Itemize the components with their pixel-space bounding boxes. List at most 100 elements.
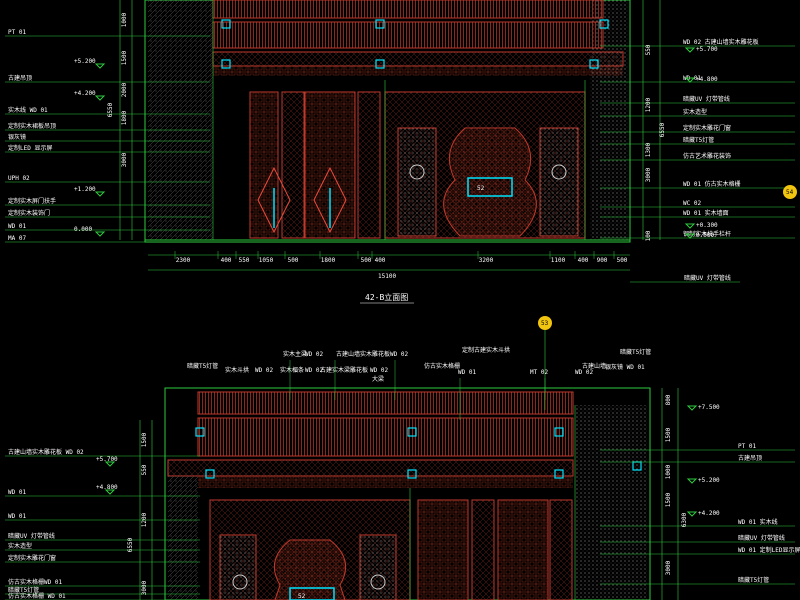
elev1-col-cap xyxy=(221,19,231,29)
elev2-section-badge-text: 53 xyxy=(541,320,549,327)
annotation-tag: WD 02 xyxy=(390,351,408,358)
level-label: +4.800 xyxy=(96,484,118,491)
elev2-right-wall xyxy=(575,405,647,600)
dimension-label: 1200 xyxy=(141,512,148,527)
elev1-display-left xyxy=(397,127,437,237)
level-label: +4.200 xyxy=(74,90,96,97)
elev1-col-cap xyxy=(599,19,609,29)
elev2-round-ornament xyxy=(370,574,386,590)
annotation-tag: WD 02 xyxy=(255,367,273,374)
annotation-tag: MA 07 xyxy=(8,235,26,242)
dimension-label: 1800 xyxy=(321,257,336,264)
elev2-bracket-row xyxy=(198,476,573,488)
elev1-door-panel xyxy=(281,91,305,239)
elev1-beam xyxy=(212,51,624,67)
dimension-label: 1000 xyxy=(121,12,128,27)
level-label: +4.200 xyxy=(698,510,720,517)
annotation-tag: WD 01 实木线 xyxy=(738,518,778,526)
elev2-col-cap xyxy=(554,469,564,479)
elev1-total-dim: 15100 xyxy=(378,273,396,280)
level-label: +5.200 xyxy=(698,477,720,484)
annotation-tag: WD 01 xyxy=(458,369,476,376)
elev2-col-cap xyxy=(407,427,417,437)
elev1-door-diamond xyxy=(313,166,347,234)
elev1-col-cap xyxy=(221,59,231,69)
elev2-col-cap xyxy=(195,427,205,437)
elev1-sign-box xyxy=(467,177,513,197)
elev1-section-badge xyxy=(783,185,797,199)
level-marker-icon xyxy=(684,223,696,229)
level-label: +1.200 xyxy=(74,186,96,193)
elev2-display-left xyxy=(219,534,257,600)
level-marker-icon xyxy=(94,95,106,101)
annotation-tag: 实木线 WD 01 xyxy=(8,106,48,114)
dimension-label: 6550 xyxy=(107,102,114,117)
annotation-tag: 暗藏T5灯管 xyxy=(738,576,769,584)
dimension-label: 500 xyxy=(361,257,372,264)
annotation-tag: 银灰镜 xyxy=(8,133,26,141)
elev2-col-cap xyxy=(407,469,417,479)
level-marker-icon xyxy=(686,478,698,484)
dimension-label: 1000 xyxy=(665,464,672,479)
level-label: 0.000 xyxy=(696,232,714,239)
elev2-roof-band-2 xyxy=(197,417,574,457)
elev2-left-wall xyxy=(168,476,198,600)
elev1-title: 42-B立面图 xyxy=(365,292,408,302)
elev2-roof-band-1 xyxy=(197,391,574,415)
dimension-label: 1200 xyxy=(645,97,652,112)
annotation-tag: 钢制实木扶手栏杆 xyxy=(683,230,731,238)
annotation-tag: WD 01 xyxy=(8,489,26,496)
annotation-tag: 实木主梁 xyxy=(283,350,307,358)
annotation-tag: 定制实木裙板吊顶 xyxy=(8,122,56,130)
annotation-tag: UPH 02 xyxy=(8,175,30,182)
dimension-label: 500 xyxy=(288,257,299,264)
dimension-label: 6550 xyxy=(127,537,134,552)
dimension-label: 3000 xyxy=(665,560,672,575)
level-marker-icon xyxy=(684,233,696,239)
dimension-label: 3000 xyxy=(645,167,652,182)
elev1-left-wall xyxy=(148,0,213,240)
annotation-tag: WC 02 xyxy=(683,200,701,207)
level-marker-icon xyxy=(684,77,696,83)
annotation-tag: 暗藏T5灯管 xyxy=(187,362,218,370)
annotation-tag: 古建山墙实木雕花板 WD 02 xyxy=(8,448,84,456)
annotation-tag: WD 01 定制LED显示屏 xyxy=(738,546,800,554)
annotation-tag: WD 02 xyxy=(370,367,388,374)
annotation-tag: 古建山墙实木雕花板 xyxy=(336,350,390,358)
dimension-label: 3000 xyxy=(121,152,128,167)
annotation-tag: PT 01 xyxy=(8,29,26,36)
elev2-section-badge xyxy=(538,316,552,330)
annotation-tag: 暗藏T5灯管 xyxy=(8,586,39,594)
dimension-label: 900 xyxy=(597,257,608,264)
annotation-tag: 仿古实木格栅WD 01 xyxy=(8,578,62,586)
annotation-tag: 实木造型 xyxy=(8,542,32,550)
elev2-sign-box xyxy=(289,587,335,600)
elev1-round-ornament xyxy=(409,164,425,180)
level-marker-icon xyxy=(686,405,698,411)
elev1-sign-text: 52 xyxy=(477,185,485,192)
annotation-tag: 银灰镜 WD 01 xyxy=(605,363,645,371)
dimension-label: 2000 xyxy=(121,82,128,97)
elev2-door-panel xyxy=(417,499,469,600)
elev1-bottom-note: 暗藏UV 灯带管线 xyxy=(684,274,731,282)
annotation-tag: WD 02 xyxy=(305,367,323,374)
dimension-label: 400 xyxy=(221,257,232,264)
annotation-tag: 暗藏UV 灯带管线 xyxy=(8,532,55,540)
elev1-door-panel xyxy=(357,91,381,239)
level-marker-icon xyxy=(94,231,106,237)
elev1-col-cap xyxy=(375,59,385,69)
elev1-frame xyxy=(144,0,631,243)
elev2-col-cap xyxy=(205,469,215,479)
dimension-label: 550 xyxy=(141,464,148,475)
dimension-label: 1800 xyxy=(121,110,128,125)
level-label: +5.700 xyxy=(696,46,718,53)
level-marker-icon xyxy=(94,191,106,197)
annotation-tag: 仿古艺术雕花装饰 xyxy=(683,152,731,160)
